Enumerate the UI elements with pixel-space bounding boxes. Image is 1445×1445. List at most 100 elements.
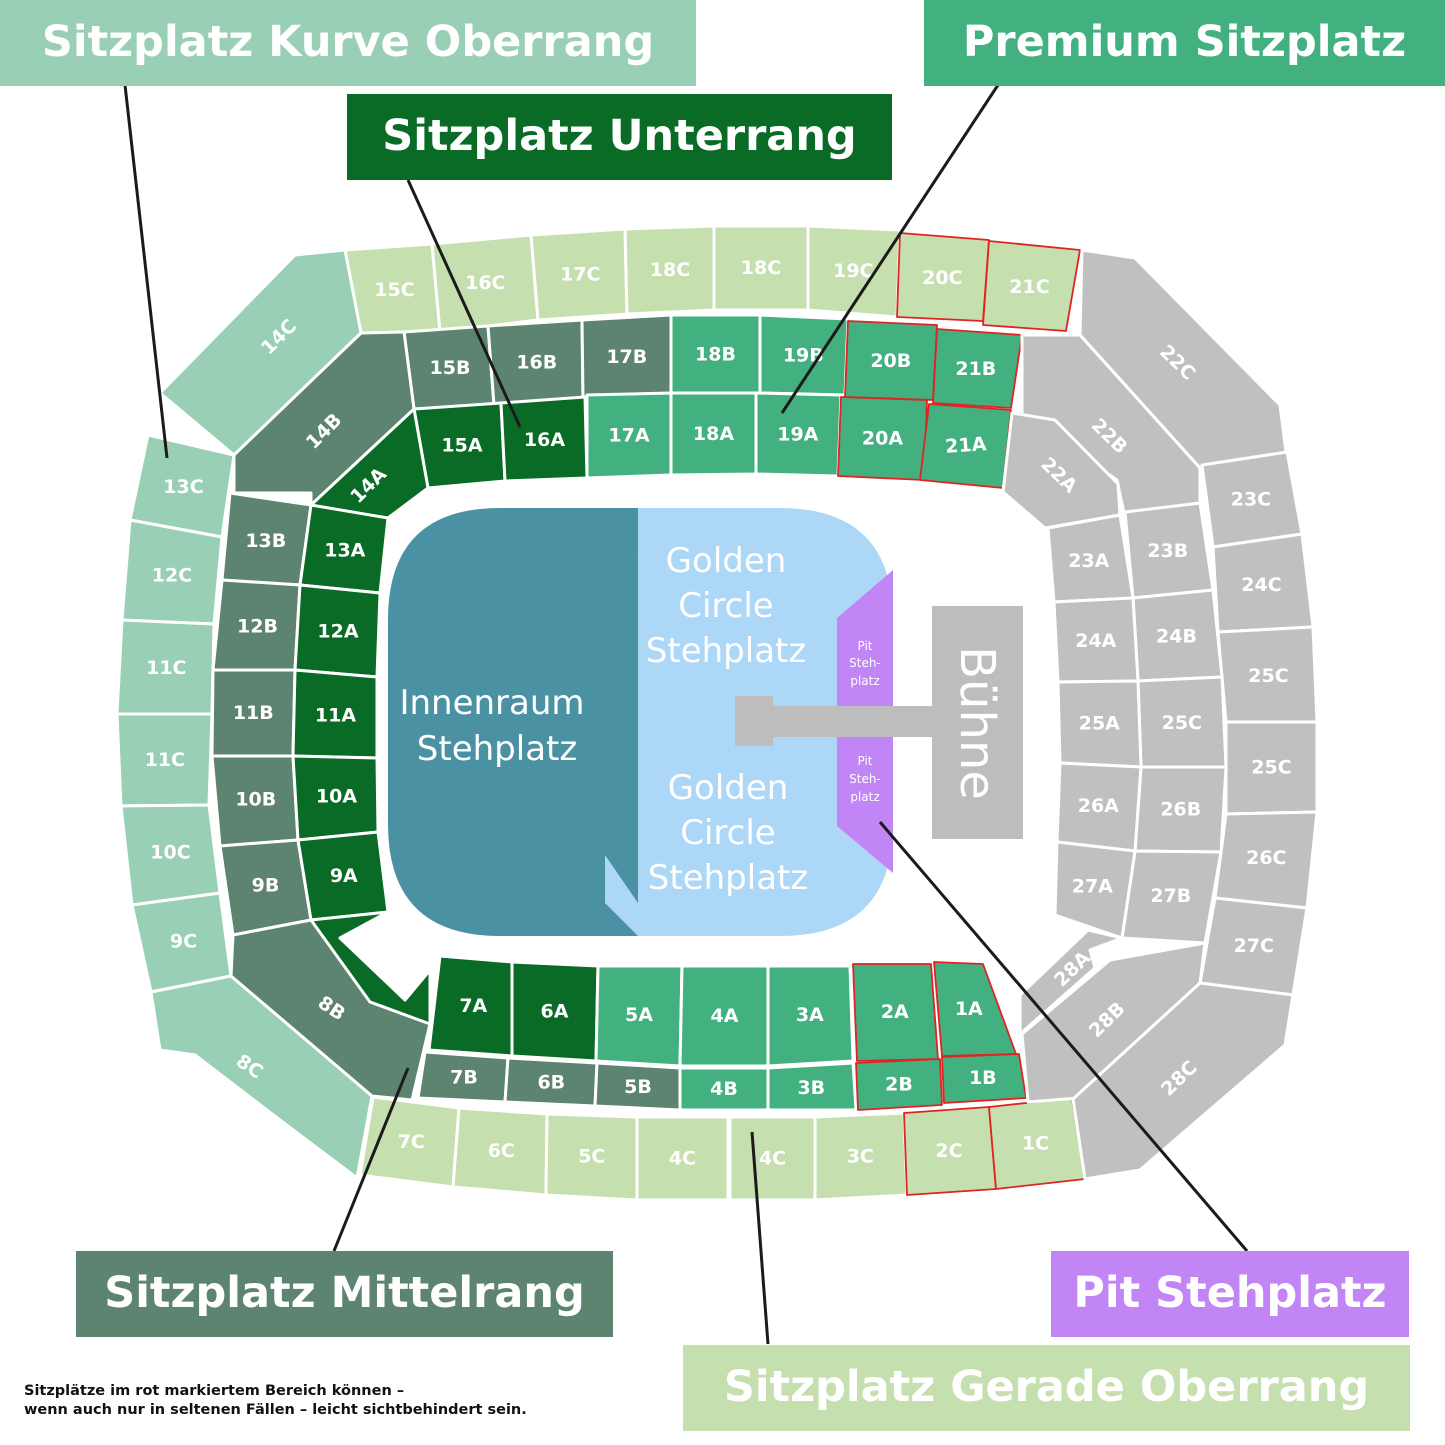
leader-lines xyxy=(123,84,1249,1345)
section-3b[interactable] xyxy=(766,1061,858,1112)
section-label: 7C xyxy=(398,1131,425,1153)
leader-line-gerade-oberrang xyxy=(750,1131,770,1345)
section-label: 5C xyxy=(578,1146,605,1168)
section-label: 27C xyxy=(1234,935,1274,957)
section-label: 12C xyxy=(152,564,192,586)
section-14c[interactable] xyxy=(158,248,363,457)
section-label: 26B xyxy=(1160,798,1201,820)
section-label: 16A xyxy=(524,429,565,451)
section-label: 15B xyxy=(430,357,471,379)
section-label: 7B xyxy=(450,1067,478,1089)
section-label: 5B xyxy=(624,1076,652,1098)
section-label: 12A xyxy=(317,620,358,642)
section-label: 24A xyxy=(1075,630,1116,652)
section-label: 1B xyxy=(969,1067,997,1089)
section-label: 11C xyxy=(145,749,185,771)
innenraum-notch xyxy=(605,552,638,903)
section-label: 17C xyxy=(560,264,600,286)
pit-top-label-3: platz xyxy=(850,674,879,688)
section-label: 4C xyxy=(669,1148,696,1170)
section-label: 4C xyxy=(759,1148,786,1170)
leader-line-kurve-oberrang xyxy=(123,84,169,459)
section-label: 17A xyxy=(608,424,649,446)
section-label: 10A xyxy=(316,786,357,808)
golden-circle-bottom-label-3: Stehplatz xyxy=(648,858,808,898)
golden-circle-bottom-label-1: Golden xyxy=(668,768,789,808)
section-label: 10B xyxy=(235,789,276,811)
section-label: 18C xyxy=(741,257,781,279)
section-2b[interactable] xyxy=(855,1058,943,1111)
section-label: 9C xyxy=(170,931,197,953)
section-label: 6C xyxy=(488,1140,515,1162)
section-label: 25C xyxy=(1251,757,1291,779)
catwalk-bar xyxy=(773,706,933,737)
section-label: 23C xyxy=(1231,489,1271,511)
golden-circle-bottom-label-2: Circle xyxy=(680,813,775,853)
legend-mittelrang: Sitzplatz Mittelrang xyxy=(76,1251,613,1337)
section-4c[interactable] xyxy=(635,1115,730,1202)
section-label: 2A xyxy=(881,1001,909,1023)
section-label: 16C xyxy=(465,272,505,294)
section-21c[interactable] xyxy=(982,240,1081,332)
section-label: 27A xyxy=(1072,876,1113,898)
section-label: 26A xyxy=(1078,795,1119,817)
section-label: 13A xyxy=(324,539,365,561)
section-28a[interactable] xyxy=(1018,928,1124,1036)
section-label: 23B xyxy=(1147,540,1188,562)
section-label: 13C xyxy=(163,476,203,498)
section-label: 1C xyxy=(1022,1132,1049,1154)
section-28c[interactable] xyxy=(1071,981,1295,1181)
section-label: 21C xyxy=(1009,276,1049,298)
obstruction-note-line-2: wenn auch nur in seltenen Fällen – leich… xyxy=(24,1402,527,1418)
section-label: 1A xyxy=(955,998,983,1020)
section-label: 26C xyxy=(1246,847,1286,869)
section-label: 11A xyxy=(315,704,356,726)
catwalk xyxy=(735,696,773,746)
pit-stehplatz-top[interactable] xyxy=(837,570,893,706)
legend-gerade-oberrang: Sitzplatz Gerade Oberrang xyxy=(683,1345,1410,1431)
section-label: 17B xyxy=(606,346,647,368)
section-label: 25A xyxy=(1079,712,1120,734)
section-label: 27B xyxy=(1150,885,1191,907)
section-3a[interactable] xyxy=(766,964,855,1068)
section-label: 18B xyxy=(695,344,736,366)
section-label: 15C xyxy=(374,279,414,301)
section-label: 20B xyxy=(870,350,911,372)
floor-area: Innenraum Stehplatz Golden Circle Stehpl… xyxy=(388,508,1023,936)
obstruction-note: Sitzplätze im rot markiertem Bereich kön… xyxy=(24,1382,527,1420)
legend-kurve-oberrang: Sitzplatz Kurve Oberrang xyxy=(0,0,696,86)
obstruction-note-line-1: Sitzplätze im rot markiertem Bereich kön… xyxy=(24,1383,405,1399)
section-21b[interactable] xyxy=(932,328,1023,409)
pit-top-label-1: Pit xyxy=(857,639,872,653)
section-label: 24B xyxy=(1156,626,1197,648)
section-1b[interactable] xyxy=(941,1053,1027,1104)
section-label: 24C xyxy=(1241,574,1281,596)
section-label: 2B xyxy=(885,1073,913,1095)
section-label: 3C xyxy=(847,1145,874,1167)
section-label: 10C xyxy=(150,841,190,863)
section-label: 19A xyxy=(777,424,818,446)
section-label: 21B xyxy=(955,358,996,380)
section-label: 20A xyxy=(862,427,903,449)
section-label: 12B xyxy=(237,615,278,637)
section-label: 11C xyxy=(146,657,186,679)
section-label: 9A xyxy=(330,865,358,887)
section-label: 18C xyxy=(650,259,690,281)
section-label: 19C xyxy=(833,260,873,282)
pit-stehplatz-bottom[interactable] xyxy=(837,737,893,873)
leader-line-pit xyxy=(878,821,1249,1252)
section-label: 4A xyxy=(711,1005,739,1027)
golden-circle-top-label-3: Stehplatz xyxy=(646,631,806,671)
section-8a[interactable] xyxy=(309,910,432,1026)
stage-label: Bühne xyxy=(949,646,1005,800)
leader-line-premium xyxy=(780,84,1000,414)
section-label: 9B xyxy=(252,874,280,896)
section-label: 19B xyxy=(783,345,824,367)
section-label: 18A xyxy=(693,423,734,445)
innenraum-stehplatz-area[interactable] xyxy=(388,508,638,936)
legend-premium: Premium Sitzplatz xyxy=(924,0,1445,86)
legend-pit: Pit Stehplatz xyxy=(1051,1251,1409,1337)
leader-line-unterrang xyxy=(406,179,522,428)
section-label: 13B xyxy=(245,530,286,552)
